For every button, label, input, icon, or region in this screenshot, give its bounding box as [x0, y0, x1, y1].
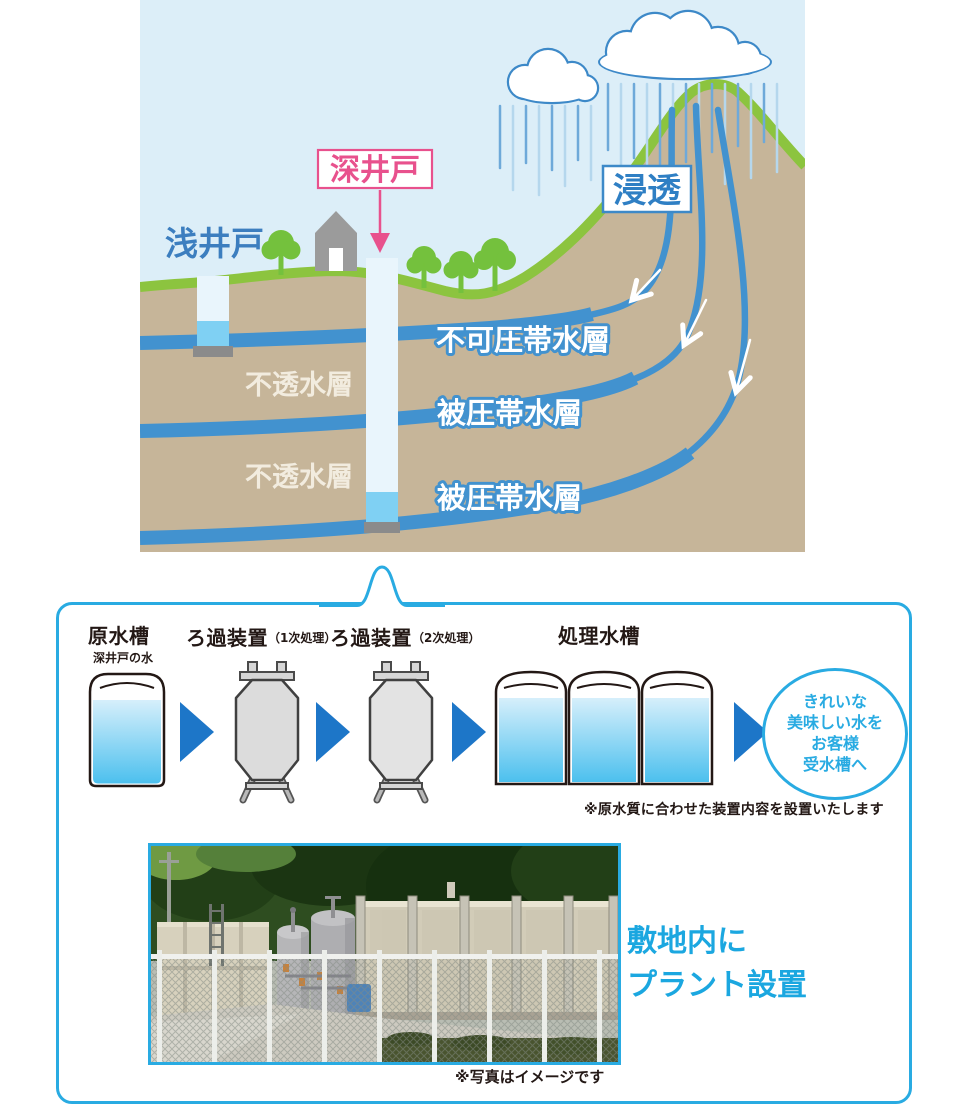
result-bubble: きれいな 美味しい水を お客様 受水槽へ	[762, 668, 908, 800]
deep-well-label-box	[316, 148, 434, 190]
cloud-small-icon	[506, 47, 600, 105]
process-flow-arrow-2	[316, 702, 350, 762]
permeation-label-box	[601, 164, 693, 214]
shallow-well-label: 浅井戸	[165, 224, 264, 263]
flow-direction-arrow	[680, 298, 708, 350]
step-title-filtration-1: ろ過装置（1次処理）	[186, 626, 337, 650]
photo-heading: 敷地内に プラント設置	[627, 920, 807, 1007]
process-flow-arrow-1	[180, 702, 214, 762]
equipment-note: ※原水質に合わせた装置内容を設置いたします	[584, 802, 884, 818]
bubble-line: 美味しい水を	[786, 713, 883, 733]
process-flow-arrow-3	[452, 702, 486, 762]
raw-water-tank-figure	[88, 672, 166, 788]
deep-well-shaft	[366, 258, 398, 522]
permeation-label: 浸透	[613, 171, 682, 211]
unconfined-aquifer-label: 不可圧帯水層	[436, 323, 610, 357]
impermeable-layer-label-1: 不透水層	[245, 370, 353, 401]
shallow-well-water	[197, 321, 229, 347]
confined-aquifer-label-1: 被圧帯水層	[437, 396, 582, 430]
step-title-treated-water-tank: 処理水槽	[558, 624, 640, 648]
treated-water-tank-figure	[494, 670, 714, 786]
panel-pointer-bump	[319, 565, 445, 607]
groundwater-illustration: 浅井戸 深井戸 浸透 不可圧帯水層 被圧帯水層 被圧帯水層 不透水層 不透水層	[139, 0, 809, 552]
bubble-line: お客様	[810, 734, 859, 753]
flow-direction-arrow	[628, 268, 662, 304]
bubble-line: 受水槽へ	[802, 754, 867, 774]
shallow-well-cap	[193, 346, 233, 357]
plant-photo	[136, 826, 651, 1065]
confined-aquifer-label-2: 被圧帯水層	[437, 481, 582, 515]
aquifer-band-2	[139, 371, 639, 438]
cloud-large-icon	[598, 9, 772, 81]
tree-icon	[474, 238, 516, 291]
rain-group-left	[498, 104, 593, 197]
aquifer-band-1	[139, 307, 594, 350]
filtration-unit-figure-2	[368, 661, 434, 804]
photo-caption: ※写真はイメージです	[455, 1068, 605, 1086]
plant-photo-image	[136, 826, 651, 1062]
deep-well-water	[366, 492, 398, 522]
flow-direction-arrow	[728, 338, 753, 397]
deep-well-label: 深井戸	[330, 153, 420, 188]
deep-well-cap	[364, 522, 400, 533]
tree-icon	[443, 251, 479, 293]
tree-icon	[261, 230, 301, 275]
groundwater-scene: 浅井戸 深井戸 浸透 不可圧帯水層 被圧帯水層 被圧帯水層 不透水層 不透水層	[139, 0, 809, 552]
process-panel: 原水槽 深井戸の水 ろ過装置（1次処理） ろ過装置（2次処理） 処理水槽	[56, 565, 912, 1104]
step-title-raw-water-tank: 原水槽	[88, 624, 150, 648]
grass-edge	[139, 79, 809, 300]
percolation-stream-3	[682, 106, 749, 459]
filtration-unit-figure-1	[234, 661, 300, 804]
photo-heading-line: 敷地内に	[627, 924, 747, 959]
percolation-stream-2	[628, 102, 706, 384]
tree-icon	[406, 246, 442, 288]
step-title-filtration-2: ろ過装置（2次処理）	[330, 626, 481, 650]
aquifer-band-3	[139, 447, 695, 545]
house-icon	[315, 211, 357, 271]
impermeable-layer-label-2: 不透水層	[245, 462, 353, 493]
bubble-line: きれいな	[802, 692, 867, 712]
photo-heading-line: プラント設置	[627, 967, 807, 1003]
step-subtitle-raw-water-source: 深井戸の水	[93, 651, 154, 665]
